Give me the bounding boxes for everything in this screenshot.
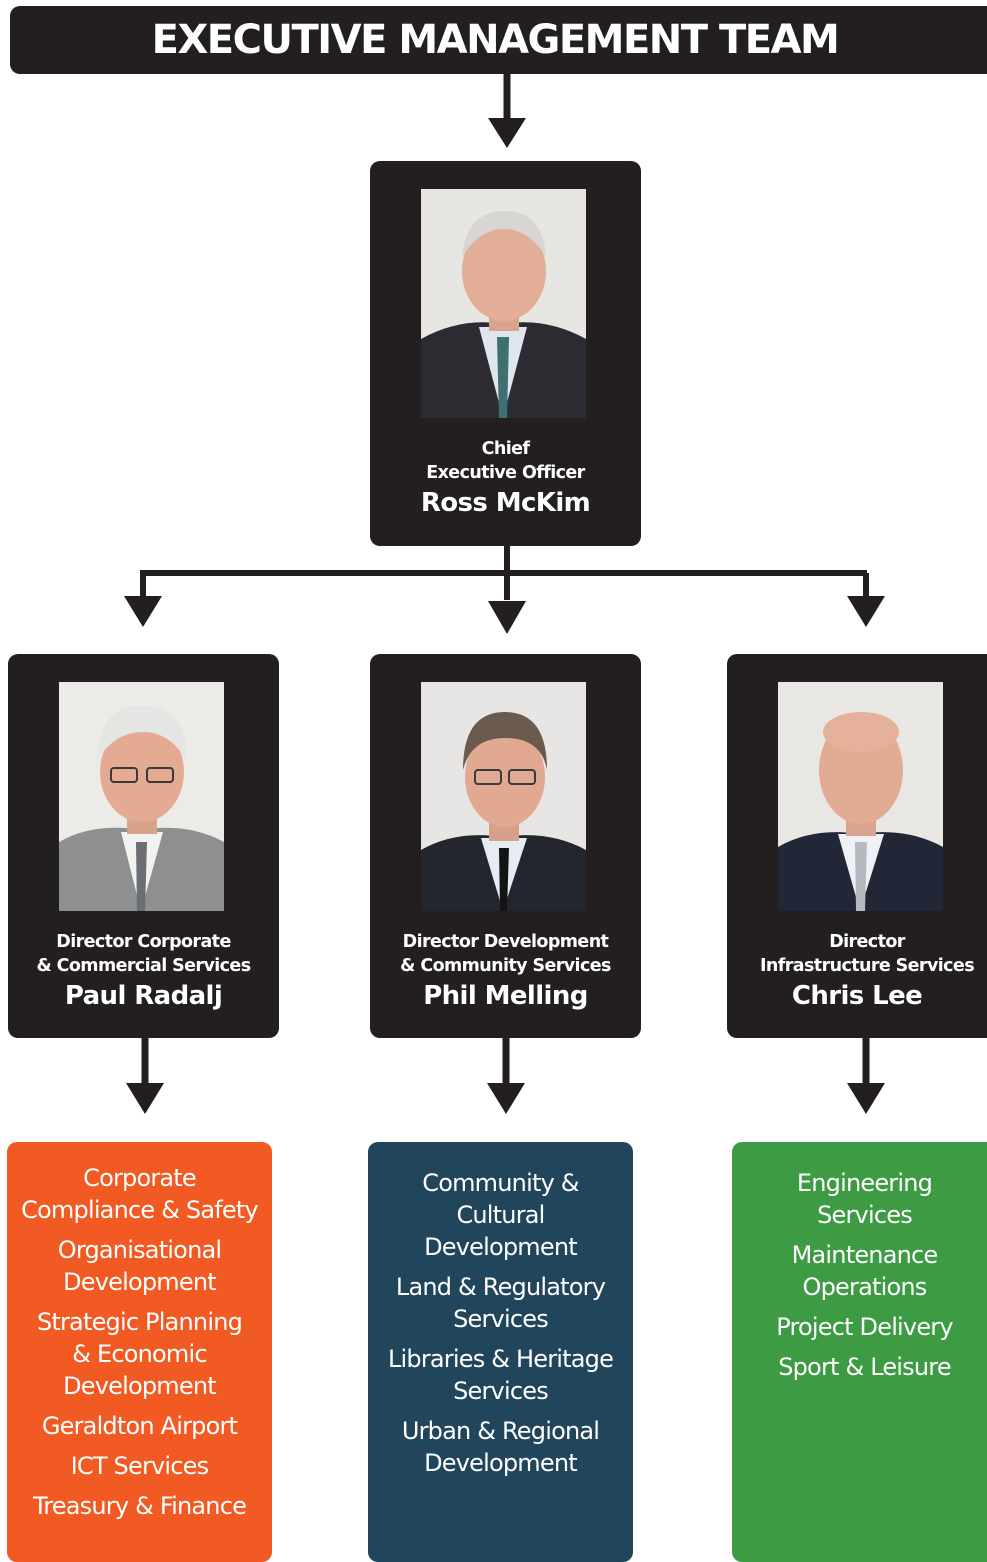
portrait-photo <box>421 189 586 418</box>
director-name: Chris Lee <box>791 981 923 1011</box>
person-photo-icon <box>778 682 943 911</box>
service-item: Libraries & Heritage Services <box>387 1345 614 1405</box>
service-item: Strategic Planning & Economic Developmen… <box>36 1308 243 1400</box>
director-card-infrastructure: Director Infrastructure Services Chris L… <box>727 654 987 1038</box>
director-role: Director Infrastructure Services <box>759 932 975 976</box>
arrow-down-icon <box>487 1083 525 1114</box>
service-item: Land & Regulatory Services <box>395 1273 606 1333</box>
arrow-down-icon <box>124 596 162 627</box>
service-box-corporate: Corporate Compliance & Safety Organisati… <box>7 1142 272 1562</box>
person-photo-icon <box>421 189 586 418</box>
director-name: Paul Radalj <box>64 981 223 1011</box>
arrow-down-icon <box>847 1083 885 1114</box>
arrow-down-icon <box>126 1083 164 1114</box>
page-title: EXECUTIVE MANAGEMENT TEAM <box>151 17 840 63</box>
service-item: Geraldton Airport <box>41 1412 238 1440</box>
ceo-role: Chief Executive Officer <box>426 439 585 483</box>
director-role: Director Corporate & Commercial Services <box>36 932 251 976</box>
service-box-infrastructure: Engineering Services Maintenance Operati… <box>732 1142 987 1562</box>
service-box-development: Community & Cultural Development Land & … <box>368 1142 633 1562</box>
service-item: Maintenance Operations <box>791 1241 939 1301</box>
director-card-corporate: Director Corporate & Commercial Services… <box>8 654 279 1038</box>
ceo-card: Chief Executive Officer Ross McKim <box>370 161 641 546</box>
service-item: Sport & Leisure <box>778 1353 951 1381</box>
director-role: Director Development & Community Service… <box>400 932 611 976</box>
portrait-photo <box>778 682 943 911</box>
person-photo-icon <box>59 682 224 911</box>
service-item: Community & Cultural Development <box>422 1169 579 1261</box>
service-item: Organisational Development <box>57 1236 222 1296</box>
person-photo-icon <box>421 682 586 911</box>
service-item: ICT Services <box>70 1452 210 1480</box>
header-banner: EXECUTIVE MANAGEMENT TEAM <box>10 6 987 74</box>
arrow-down-icon <box>488 601 526 634</box>
portrait-photo <box>59 682 224 911</box>
service-item: Engineering Services <box>796 1169 933 1229</box>
director-card-development: Director Development & Community Service… <box>370 654 641 1038</box>
portrait-photo <box>421 682 586 911</box>
director-name: Phil Melling <box>423 981 588 1011</box>
service-item: Project Delivery <box>776 1313 953 1341</box>
service-item: Treasury & Finance <box>32 1492 247 1520</box>
service-item: Urban & Regional Development <box>401 1417 600 1477</box>
arrow-down-icon <box>847 596 885 627</box>
ceo-name: Ross McKim <box>420 488 591 518</box>
arrow-down-icon <box>488 118 526 148</box>
service-item: Corporate Compliance & Safety <box>21 1164 259 1224</box>
